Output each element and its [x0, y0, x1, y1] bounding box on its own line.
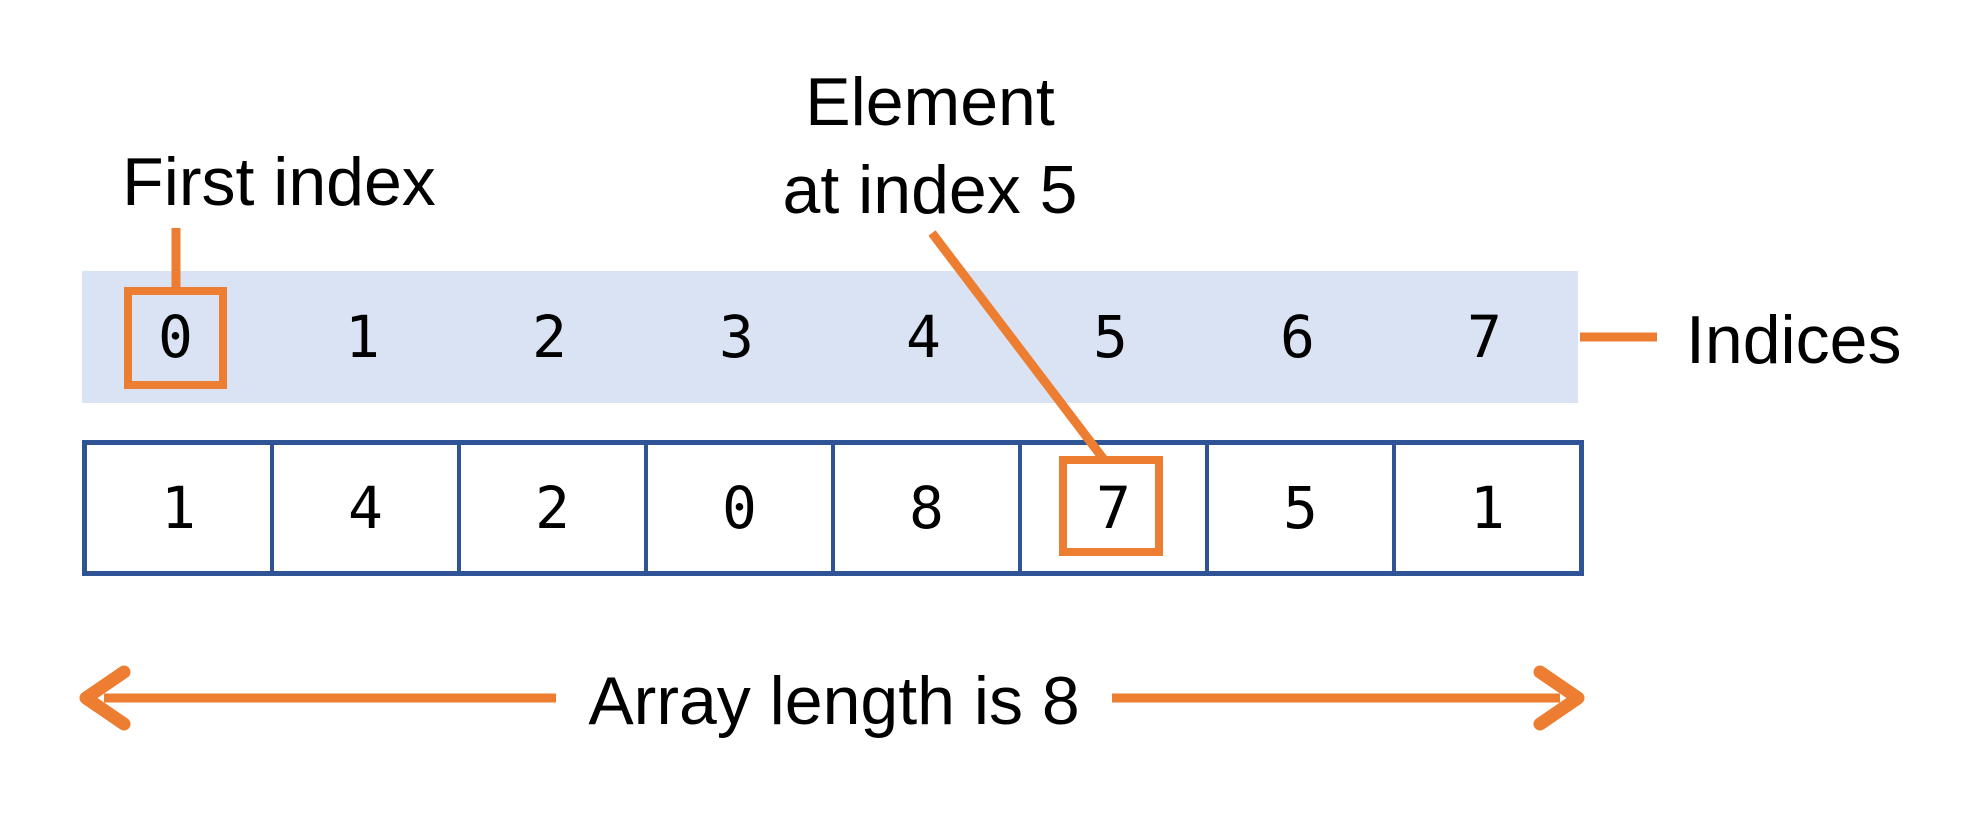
value-cell-0: 1: [161, 474, 196, 542]
index-cell-1: 1: [345, 303, 380, 371]
value-cell-5: 7: [1018, 445, 1205, 571]
element-at-index-label: Element at index 5: [680, 58, 1180, 234]
value-cell-6: 5: [1205, 445, 1392, 571]
index-cell-6: 6: [1280, 303, 1315, 371]
indices-row: 0 1 2 3 4 5 6 7: [82, 271, 1578, 403]
values-row: 1 4 2 0 8 7 5 1: [82, 440, 1584, 576]
index-cell-0: 0: [158, 303, 193, 371]
index-cell-5: 5: [1093, 303, 1128, 371]
array-length-label: Array length is 8: [588, 663, 1080, 739]
value-cell-1: 4: [270, 445, 457, 571]
index-cell-7: 7: [1467, 303, 1502, 371]
element-label-line1: Element: [805, 64, 1055, 140]
indices-label: Indices: [1686, 302, 1902, 378]
element-label-line2: at index 5: [782, 152, 1078, 228]
first-index-highlight-box: [124, 287, 227, 389]
index-cell-2: 2: [532, 303, 567, 371]
value-cell-4: 8: [831, 445, 1018, 571]
array-length-left-arrow: [79, 665, 556, 731]
array-length-right-arrow: [1112, 665, 1585, 731]
first-index-label: First index: [122, 144, 436, 220]
index-cell-4: 4: [906, 303, 941, 371]
value-cell-7: 1: [1392, 445, 1579, 571]
value-cell-2: 2: [457, 445, 644, 571]
value-cell-3: 0: [644, 445, 831, 571]
element-highlight-box: [1059, 456, 1163, 556]
index-cell-3: 3: [719, 303, 754, 371]
